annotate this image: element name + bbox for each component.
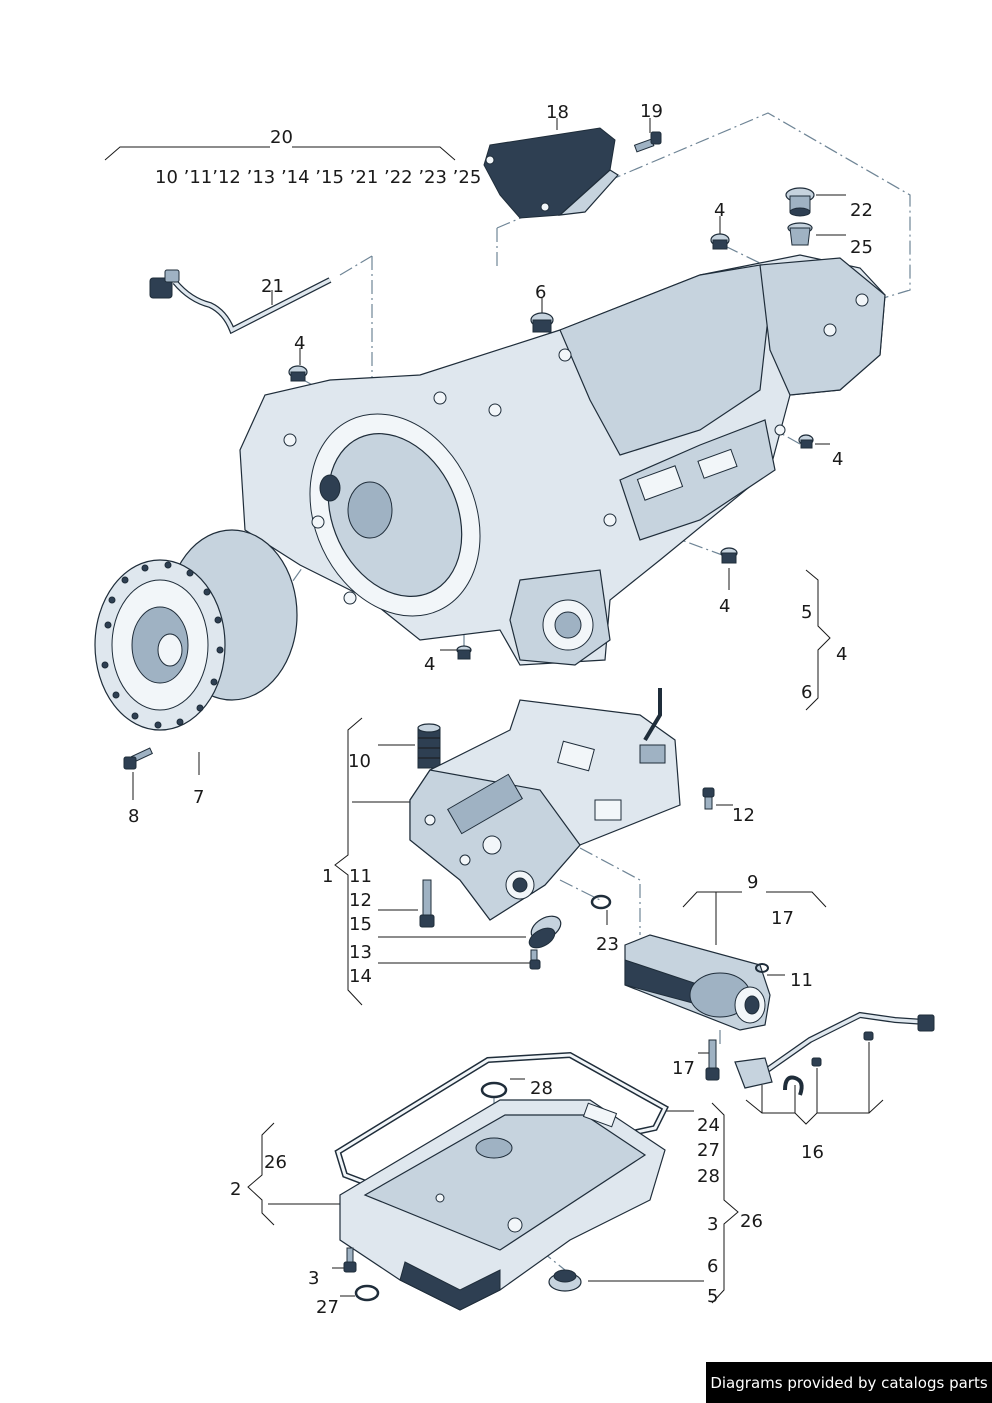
label-4-bottom: 4 xyxy=(424,654,435,675)
label-27-left: 27 xyxy=(316,1297,339,1318)
label-group-20: 10 ’11’12 ’13 ’14 ’15 ’21 ’22 ’23 ’25 xyxy=(155,167,481,188)
part-25-sleeve xyxy=(787,222,813,246)
label-24: 24 xyxy=(697,1115,720,1136)
label-bracket-4: 4 xyxy=(836,644,847,665)
part-3-screw xyxy=(343,1247,357,1273)
label-12-left: 12 xyxy=(349,890,372,911)
label-16: 16 xyxy=(801,1142,824,1163)
credit-banner: Diagrams provided by catalogs parts xyxy=(706,1362,992,1403)
part-9-control-module xyxy=(624,934,771,1031)
label-20: 20 xyxy=(270,127,293,148)
label-bracket-5: 5 xyxy=(801,602,812,623)
label-6-bottom: 6 xyxy=(707,1256,718,1277)
label-26-right: 26 xyxy=(740,1211,763,1232)
part-8-bolt xyxy=(123,747,153,770)
label-4-top: 4 xyxy=(714,200,725,221)
label-28-right: 28 xyxy=(697,1166,720,1187)
label-17-top: 17 xyxy=(771,908,794,929)
part-17-bolt xyxy=(705,1039,720,1081)
part-13-seal xyxy=(528,915,562,949)
label-22: 22 xyxy=(850,200,873,221)
label-6-top: 6 xyxy=(535,282,546,303)
label-8: 8 xyxy=(128,806,139,827)
part-4-plug-left xyxy=(288,365,308,382)
label-27-right: 27 xyxy=(697,1140,720,1161)
label-13: 13 xyxy=(349,942,372,963)
label-9: 9 xyxy=(747,872,758,893)
label-3-right: 3 xyxy=(707,1214,718,1235)
gearbox-housing xyxy=(239,254,886,666)
label-15: 15 xyxy=(349,914,372,935)
label-3-left: 3 xyxy=(308,1268,319,1289)
label-25: 25 xyxy=(850,237,873,258)
part-22-plug xyxy=(785,187,815,217)
part-6-plug xyxy=(530,312,554,333)
label-10: 10 xyxy=(348,751,371,772)
part-2-oil-pan xyxy=(339,1099,666,1311)
part-14-screw xyxy=(529,949,541,970)
label-2: 2 xyxy=(230,1179,241,1200)
part-7-torque-converter xyxy=(94,529,298,731)
leader-lines xyxy=(104,118,884,1304)
part-4-plug-top xyxy=(710,233,730,250)
label-4-mid: 4 xyxy=(719,596,730,617)
label-bracket-6: 6 xyxy=(801,682,812,703)
part-19-bolt xyxy=(633,131,662,153)
label-5-bottom: 5 xyxy=(707,1286,718,1307)
part-11-o-ring xyxy=(755,963,769,973)
part-10-filter xyxy=(417,723,441,769)
label-23: 23 xyxy=(596,934,619,955)
part-1-valve-body xyxy=(409,688,681,921)
part-27-o-ring xyxy=(354,1284,380,1302)
part-4-plug-right xyxy=(798,434,814,449)
label-11-right: 11 xyxy=(790,970,813,991)
label-28-top: 28 xyxy=(530,1078,553,1099)
part-23-o-ring xyxy=(590,894,612,910)
label-17-bottom: 17 xyxy=(672,1058,695,1079)
label-21: 21 xyxy=(261,276,284,297)
part-28-o-ring xyxy=(480,1081,508,1099)
part-6-drain-plug xyxy=(548,1269,582,1292)
part-15-bolt xyxy=(419,879,435,928)
part-12-bolt-right xyxy=(702,787,715,810)
part-4-plug-mid xyxy=(720,547,738,564)
label-19: 19 xyxy=(640,101,663,122)
label-26-left: 26 xyxy=(264,1152,287,1173)
label-18: 18 xyxy=(546,102,569,123)
label-14: 14 xyxy=(349,966,372,987)
part-18-cover xyxy=(483,127,619,219)
label-4-right: 4 xyxy=(832,449,843,470)
part-4-plug-bottom xyxy=(456,645,472,660)
part-16-sensor-harness xyxy=(734,1011,935,1096)
label-1: 1 xyxy=(322,866,333,887)
part-21-wire-harness xyxy=(149,269,332,335)
callout-labels: 18 19 20 10 ’11’12 ’13 ’14 ’15 ’21 ’22 ’… xyxy=(128,101,873,1318)
label-12-right: 12 xyxy=(732,805,755,826)
label-4-left: 4 xyxy=(294,333,305,354)
label-11-left: 11 xyxy=(349,866,372,887)
label-7: 7 xyxy=(193,787,204,808)
